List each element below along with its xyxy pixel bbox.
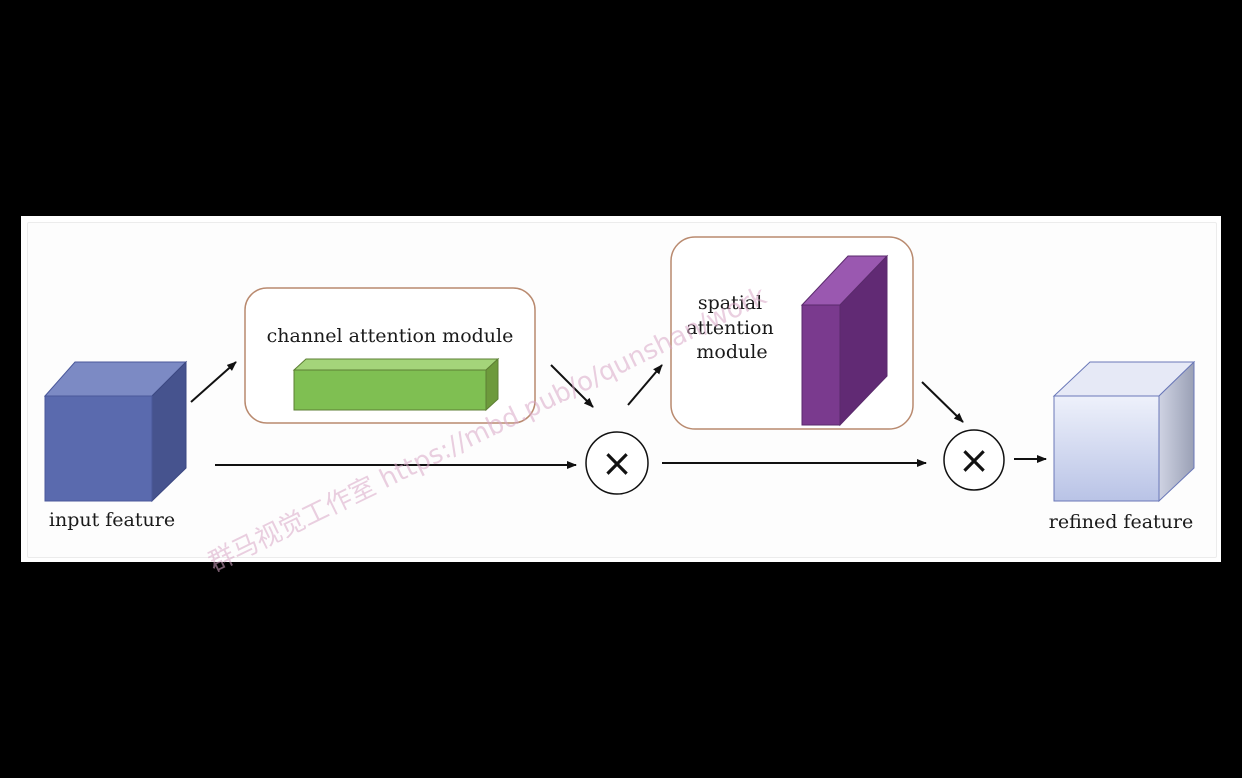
arrow-to-spatial-module — [627, 364, 663, 406]
refined-feature-label: refined feature — [1049, 511, 1194, 533]
arrow-channel-to-multiply — [550, 364, 594, 408]
spatial-label-line3: module — [696, 341, 767, 363]
arrow-spatial-to-multiply — [921, 381, 964, 423]
spatial-label-line2: attention — [686, 317, 773, 339]
multiply-operator-1: × — [585, 431, 649, 495]
channel-attention-bar — [292, 357, 500, 412]
arrow-to-channel-module — [190, 361, 237, 403]
input-feature-label: input feature — [49, 509, 175, 531]
diagram-frame — [27, 222, 1217, 558]
diagram-panel — [21, 216, 1221, 562]
flow-arrows — [190, 361, 1047, 469]
multiply-symbol-2: × — [958, 438, 990, 482]
multiply-symbol-1: × — [601, 441, 633, 485]
channel-attention-module-label: channel attention module — [267, 325, 514, 347]
input-feature-cube — [43, 360, 188, 503]
spatial-label-line1: spatial — [698, 292, 762, 314]
refined-feature-cube — [1052, 360, 1196, 503]
multiply-operator-2: × — [943, 429, 1005, 491]
spatial-attention-slab — [800, 254, 889, 427]
